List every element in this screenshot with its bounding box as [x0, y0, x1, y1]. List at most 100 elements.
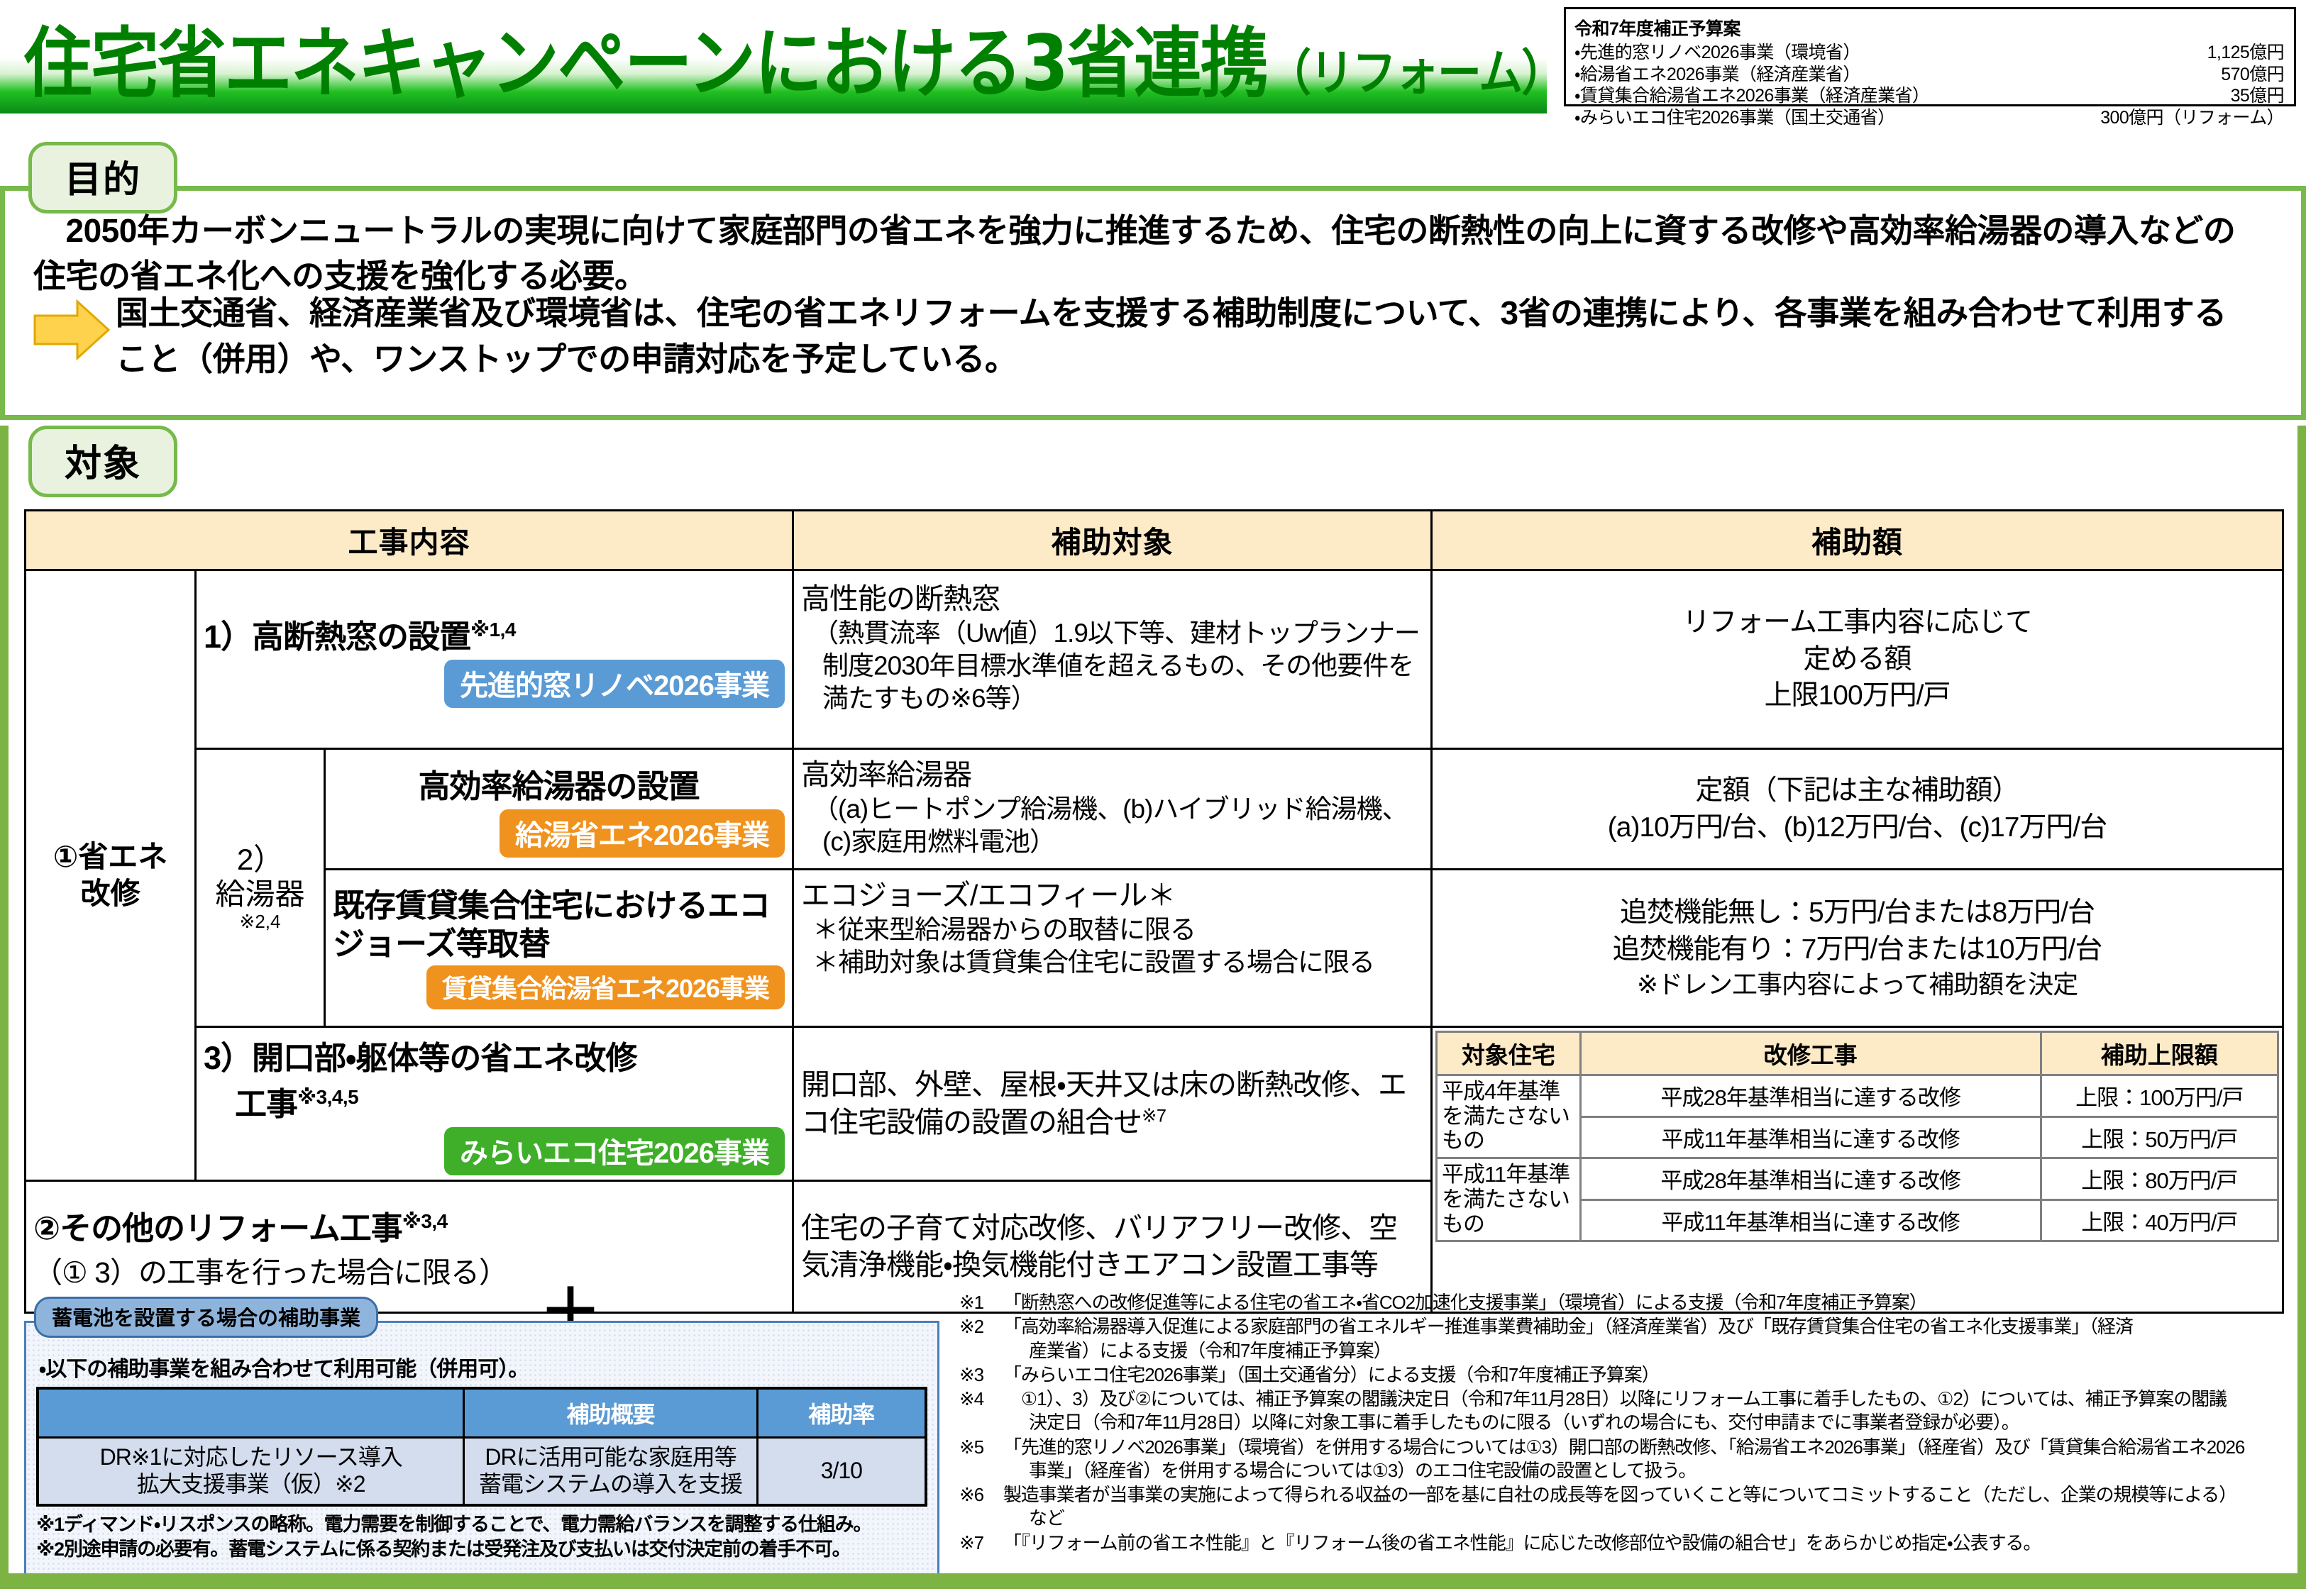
footnote-text: 「みらいエコ住宅2026事業」（国土交通省分）による支援（令和7年度補正予算案） — [1003, 1363, 2293, 1387]
row2b-amount-line2: 追焚機能有り：7万円/台または10万円/台 — [1612, 933, 2103, 965]
budget-label: ・先進的窓リノベ2026事業（環境省） — [1574, 43, 1860, 62]
group-label-line2: 改修 — [80, 877, 140, 910]
budget-row: ・先進的窓リノベ2026事業（環境省） 1,125億円 — [1574, 42, 2285, 64]
row3-work-cell: 3）開口部・躯体等の省エネ改修 工事※3,4,5 みらいエコ住宅2026事業 — [194, 1026, 795, 1182]
badge-chintai-kyuto: 賃貸集合給湯省エネ2026事業 — [426, 965, 785, 1009]
nested-work-1a: 平成28年基準相当に達する改修 — [1579, 1074, 2042, 1118]
row2-group-label: 給湯器 — [215, 877, 305, 911]
budget-row: ・みらいエコ住宅2026事業（国土交通省）300億円（リフォーム） — [1574, 107, 2285, 129]
row2-group-num: 2） — [236, 843, 284, 877]
footnote-text-main: ①1）、3）及び②については、補正予算案の閣議決定日（令和7年11月28日）以降… — [1003, 1388, 2227, 1410]
row2a-target-title: 高効率給湯器 — [801, 758, 972, 791]
footnote-text-cont: 産業省）による支援（令和7年度補正予算案） — [1029, 1339, 1392, 1361]
battery-rate: 3/10 — [756, 1436, 927, 1506]
row1-amount-cell: リフォーム工事内容に応じて 定める額 上限100万円/戸 — [1430, 569, 2285, 750]
row2b-target-note2: ＊補助対象は賃貸集合住宅に設置する場合に限る — [812, 947, 1375, 977]
target-tab: 対象 — [28, 426, 178, 497]
nested-work-2b: 平成11年基準相当に達する改修 — [1579, 1198, 2042, 1243]
subsidy-table: 工事内容 補助対象 補助額 ①省エネ 改修 1）高断熱窓の設置※1,4 先進的窓… — [23, 509, 2285, 1314]
row2b-work-cell: 既存賃貸集合住宅におけるエコジョーズ等取替 賃貸集合給湯省エネ2026事業 — [323, 868, 795, 1028]
purpose-paragraph-1: 2050年カーボンニュートラルの実現に向けて家庭部門の省エネを強力に推進するため… — [33, 212, 2236, 295]
budget-amount: 570億円 — [2221, 64, 2284, 84]
table-row-4: ②その他のリフォーム工事※3,4 （① 3）の工事を行った場合に限る） 住宅の子… — [23, 1180, 2283, 1314]
budget-amount: 35億円 — [2230, 86, 2285, 106]
row1-target-cell: 高性能の断熱窓 （熱貫流率（Uw値）1.9以下等、建材トップランナー制度2030… — [792, 569, 1433, 750]
nested-row: 平成11年基準を満たさないもの 平成28年基準相当に達する改修 上限：80万円/… — [1435, 1157, 2280, 1243]
row1-work-sup: ※1,4 — [470, 619, 516, 641]
purpose-frame: 2050年カーボンニュートラルの実現に向けて家庭部門の省エネを強力に推進するため… — [0, 186, 2306, 420]
table-row-1: ①省エネ 改修 1）高断熱窓の設置※1,4 先進的窓リノベ2026事業 高性能の… — [24, 569, 2285, 1182]
nested-cap-2b: 上限：40万円/戸 — [2039, 1198, 2280, 1243]
footnote-mark: ※4 — [959, 1388, 984, 1410]
battery-header-name — [36, 1387, 465, 1439]
battery-program-line1: DR※1に対応したリソース導入 — [99, 1444, 403, 1470]
bottom-green-bar — [0, 1573, 2306, 1589]
footnote-text-cont: など — [1029, 1507, 1065, 1529]
row3-target-sup: ※7 — [1142, 1106, 1166, 1126]
battery-outline-line2: 蓄電システムの導入を支援 — [479, 1470, 743, 1497]
footnote-text-cont: 決定日（令和7年11月28日）以降に対象工事に着手したものに限る（いずれの場合に… — [1029, 1412, 2020, 1434]
battery-program-line2: 拡大支援事業（仮）※2 — [136, 1470, 366, 1497]
footnote-text: 「断熱窓への改修促進等による住宅の省エネ・省CO2加速化支援事業」（環境省）によ… — [1003, 1291, 2293, 1314]
row2a-amount-line2: (a)10万円/台、(b)12万円/台、(c)17万円/台 — [1607, 811, 2107, 843]
footnote-text-main: 「先進的窓リノベ2026事業」（環境省）を併用する場合については①3）開口部の断… — [1003, 1436, 2245, 1458]
nested-cap-2a: 上限：80万円/戸 — [2039, 1157, 2280, 1201]
page-title-paren: （リフォーム） — [1267, 43, 1565, 102]
footnote-text: 「『リフォーム前の省エネ性能』と『リフォーム後の省エネ性能』に応じた改修部位や設… — [1003, 1531, 2293, 1555]
footnote-mark: ※1 — [959, 1292, 984, 1313]
row4-work-line2: （① 3）の工事を行った場合に限る） — [33, 1256, 508, 1289]
budget-label: ・給湯省エネ2026事業（経済産業省） — [1574, 64, 1860, 84]
row3-work-line2-wrap: 工事※3,4,5 — [204, 1078, 785, 1124]
row1-work-cell: 1）高断熱窓の設置※1,4 先進的窓リノベ2026事業 — [194, 569, 795, 750]
battery-outline-line1: DRに活用可能な家庭用等 — [485, 1444, 737, 1470]
budget-amount: 1,125億円 — [2207, 43, 2285, 62]
row4-work-line1: ②その他のリフォーム工事 — [33, 1210, 403, 1246]
right-green-border — [2297, 426, 2306, 1573]
footnote-text: ①1）、3）及び②については、補正予算案の閣議決定日（令和7年11月28日）以降… — [1003, 1387, 2293, 1435]
footnote-mark: ※2 — [959, 1316, 984, 1338]
battery-table: 補助概要 補助率 DR※1に対応したリソース導入 拡大支援事業（仮）※2 DRに… — [36, 1387, 927, 1507]
nested-row: 平成11年基準相当に達する改修 上限：40万円/戸 — [1437, 1198, 2280, 1243]
footnote-item: ※5「先進的窓リノベ2026事業」（環境省）を併用する場合については①3）開口部… — [959, 1436, 2293, 1483]
table-row-2b: 既存賃貸集合住宅におけるエコジョーズ等取替 賃貸集合給湯省エネ2026事業 エコ… — [26, 868, 2285, 1028]
footnote-mark: ※3 — [959, 1363, 984, 1385]
battery-header-rate: 補助率 — [756, 1387, 927, 1439]
battery-note-1: ※1ディマンド・リスポンスの略称。電力需要を制御することで、電力需給バランスを調… — [36, 1513, 872, 1535]
row2a-amount-line1: 定額（下記は主な補助額） — [1695, 775, 2020, 807]
battery-program-name: DR※1に対応したリソース導入 拡大支援事業（仮）※2 — [36, 1436, 465, 1506]
footnote-text-cont: 事業」（経産省）を併用する場合については①3）のエコ住宅設備の設置として扱う。 — [1029, 1459, 1697, 1481]
nested-cap-1a: 上限：100万円/戸 — [2039, 1074, 2280, 1118]
row1-work-text: 1）高断熱窓の設置 — [204, 619, 471, 655]
header-amount: 補助額 — [1430, 509, 2285, 571]
row2a-work-label: 高効率給湯器の設置 — [418, 768, 700, 804]
nested-cap-1b: 上限：50万円/戸 — [2039, 1115, 2280, 1160]
purpose-paragraph-2: 国土交通省、経済産業省及び環境省は、住宅の省エネリフォームを支援する補助制度につ… — [116, 294, 2227, 378]
group-label-line1: ①省エネ — [53, 839, 168, 873]
left-green-border — [0, 426, 9, 1573]
row2b-amount-cell: 追焚機能無し：5万円/台または8万円/台 追焚機能有り：7万円/台または10万円… — [1430, 868, 2285, 1028]
purpose-section: 目的 2050年カーボンニュートラルの実現に向けて家庭部門の省エネを強力に推進す… — [0, 142, 2306, 440]
footnote-mark: ※7 — [959, 1531, 984, 1553]
footnote-item: ※4 ①1）、3）及び②については、補正予算案の閣議決定日（令和7年11月28日… — [959, 1387, 2293, 1435]
budget-row: ・給湯省エネ2026事業（経済産業省） 570億円 — [1574, 64, 2285, 86]
row3-amount-nested-cell: 対象住宅 改修工事 補助上限額 平成4年基準を満たさないもの 平成28年基準相当… — [1430, 1026, 2285, 1314]
row4-work-line1-wrap: ②その他のリフォーム工事※3,4 — [33, 1202, 785, 1248]
row2b-amount-line3: ※ドレン工事内容によって補助額を決定 — [1636, 970, 2078, 999]
row2a-amount-cell: 定額（下記は主な補助額） (a)10万円/台、(b)12万円/台、(c)17万円… — [1430, 748, 2285, 870]
row2a-target-detail: （(a)ヒートポンプ給湯機、(b)ハイブリッド給湯機、(c)家庭用燃料電池） — [812, 794, 1408, 856]
row3-work-line2: 工事 — [235, 1086, 298, 1122]
row4-target-cell: 住宅の子育て対応改修、バリアフリー改修、空気清浄機能・換気機能付きエアコン設置工… — [792, 1180, 1433, 1314]
nested-cap-table: 対象住宅 改修工事 補助上限額 平成4年基準を満たさないもの 平成28年基準相当… — [1435, 1031, 2280, 1243]
row2-group-sup: ※2,4 — [239, 910, 281, 932]
nested-row: 平成11年基準相当に達する改修 上限：50万円/戸 — [1437, 1115, 2280, 1160]
row4-work-sup: ※3,4 — [402, 1210, 448, 1232]
nested-work-1b: 平成11年基準相当に達する改修 — [1579, 1115, 2042, 1160]
table-row-2a: 2） 給湯器 ※2,4 高効率給湯器の設置 給湯省エネ2026事業 高効率給湯器… — [26, 748, 2285, 1028]
row1-target-detail: （熱貫流率（Uw値）1.9以下等、建材トップランナー制度2030年目標水準値を超… — [812, 618, 1420, 713]
battery-notes: ※1ディマンド・リスポンスの略称。電力需要を制御することで、電力需給バランスを調… — [36, 1512, 927, 1562]
row2a-target-cell: 高効率給湯器 （(a)ヒートポンプ給湯機、(b)ハイブリッド給湯機、(c)家庭用… — [792, 748, 1433, 870]
budget-box: 令和7年度補正予算案 ・先進的窓リノベ2026事業（環境省）1,125億円 ・給… — [1564, 7, 2296, 128]
battery-outline: DRに活用可能な家庭用等 蓄電システムの導入を支援 — [463, 1436, 758, 1506]
badge-mado-renove: 先進的窓リノベ2026事業 — [444, 660, 785, 708]
